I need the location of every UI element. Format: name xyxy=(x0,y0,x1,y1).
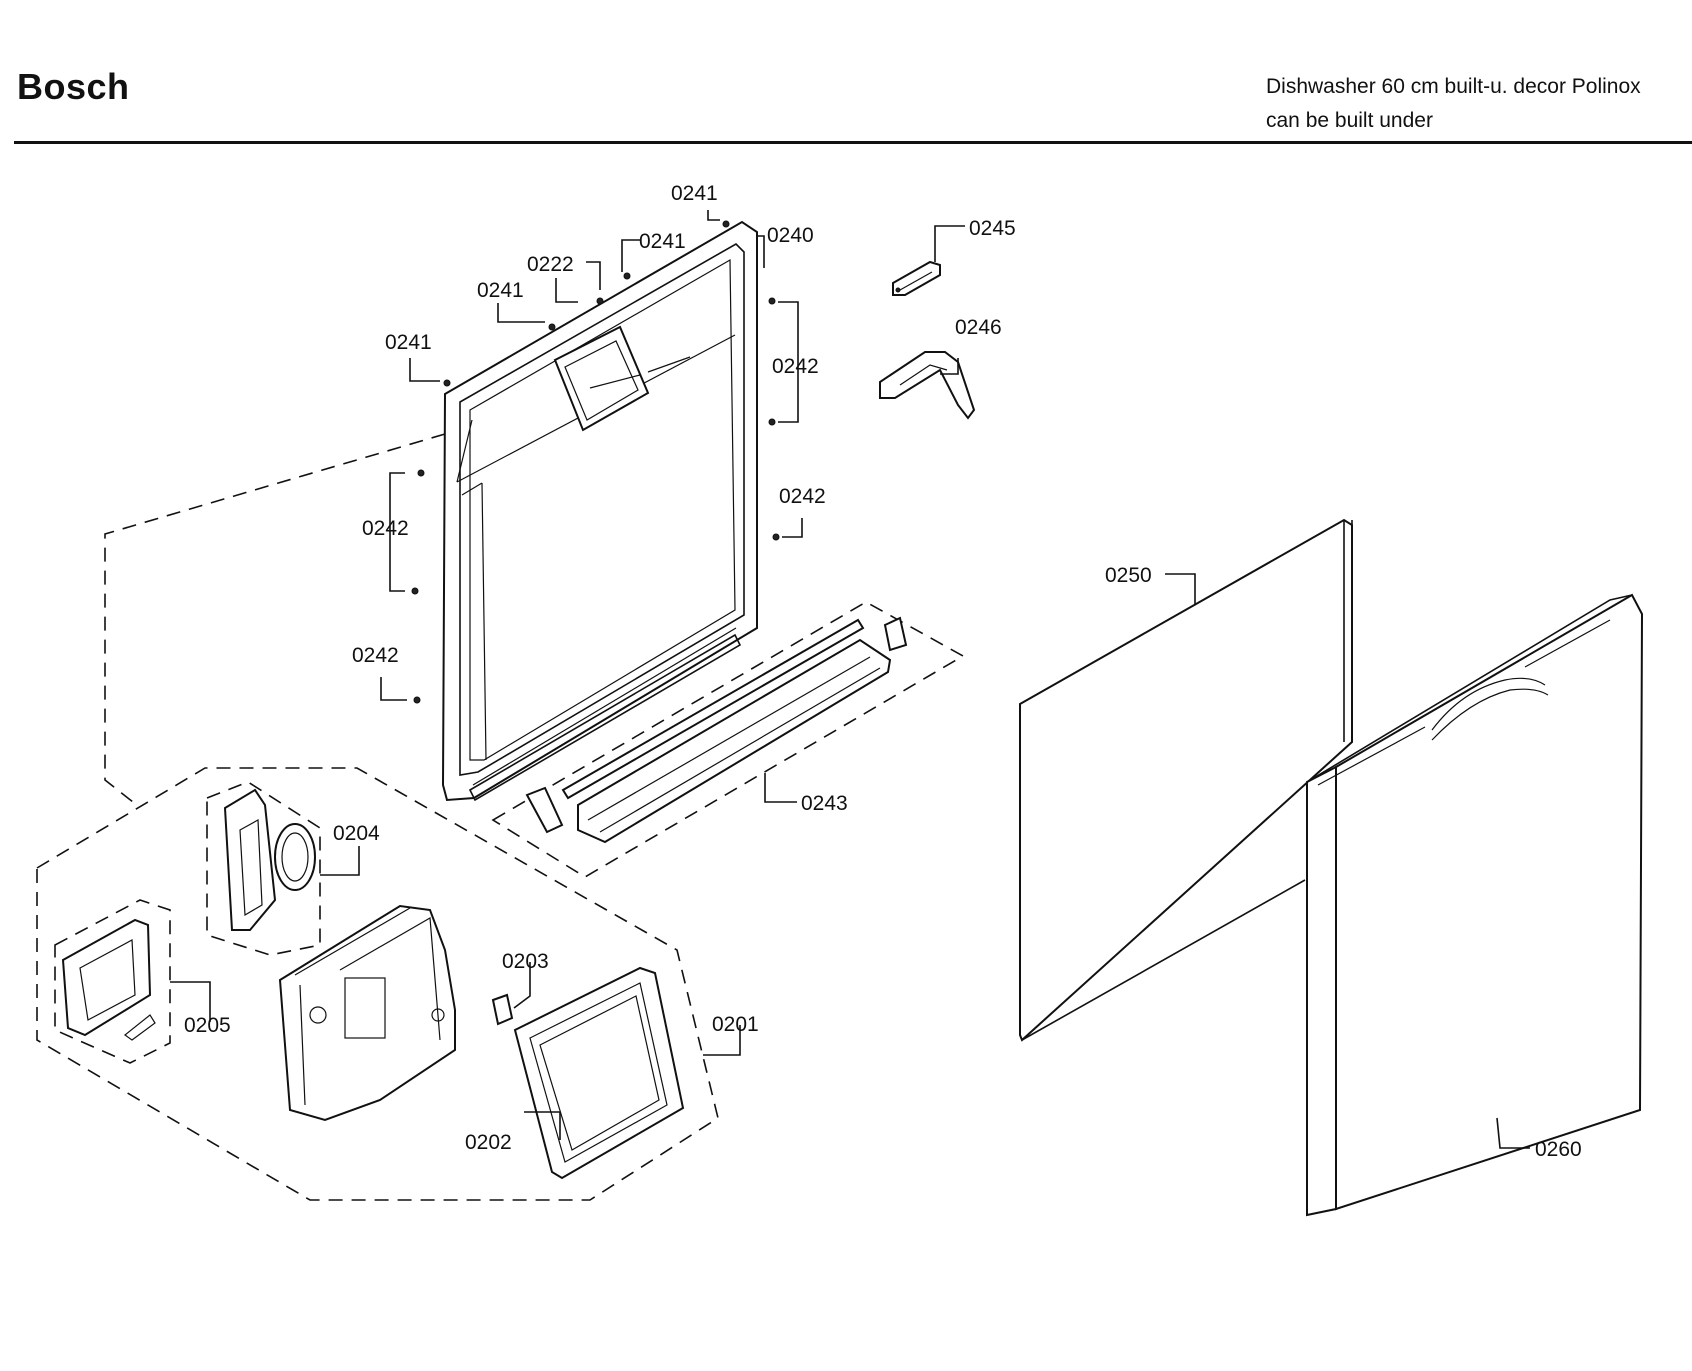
part-labels: 0241 0240 0241 0222 0241 0241 0242 0242 … xyxy=(184,182,1582,1161)
label-0242-left-upper: 0242 xyxy=(362,517,409,540)
label-0242-right-lower: 0242 xyxy=(779,485,826,508)
control-panel-assembly xyxy=(36,767,719,1201)
label-0204: 0204 xyxy=(333,822,380,845)
label-0242-left-lower: 0242 xyxy=(352,644,399,667)
label-0242-right-upper: 0242 xyxy=(772,355,819,378)
brand-title: Bosch xyxy=(17,66,130,107)
label-0203: 0203 xyxy=(502,950,549,973)
hinge-part-0246 xyxy=(879,351,976,420)
label-0241-left: 0241 xyxy=(385,331,432,354)
door-panel-0250 xyxy=(1019,518,1353,1042)
product-description: Dishwasher 60 cm built-u. decor Polinox … xyxy=(1266,70,1641,138)
description-line-2: can be built under xyxy=(1266,109,1433,132)
description-line-1: Dishwasher 60 cm built-u. decor Polinox xyxy=(1266,75,1641,98)
hinge-part-0245 xyxy=(892,260,941,296)
leader-lines xyxy=(170,210,1530,1149)
door-panel-0260 xyxy=(1306,593,1644,1217)
label-0205: 0205 xyxy=(184,1014,231,1037)
label-0243: 0243 xyxy=(801,792,848,815)
header-divider xyxy=(14,141,1692,144)
rail-assembly-0243 xyxy=(491,601,965,878)
label-0202: 0202 xyxy=(465,1131,512,1154)
label-0241-mid: 0241 xyxy=(477,279,524,302)
label-0241-top: 0241 xyxy=(671,182,718,205)
label-0260: 0260 xyxy=(1535,1138,1582,1161)
label-0240: 0240 xyxy=(767,224,814,247)
label-0222: 0222 xyxy=(527,253,574,276)
label-0250: 0250 xyxy=(1105,564,1152,587)
label-0246: 0246 xyxy=(955,316,1002,339)
label-0201: 0201 xyxy=(712,1013,759,1036)
label-0241-upper: 0241 xyxy=(639,230,686,253)
label-0245: 0245 xyxy=(969,217,1016,240)
inner-door-frame xyxy=(104,220,758,807)
screws xyxy=(411,220,780,704)
